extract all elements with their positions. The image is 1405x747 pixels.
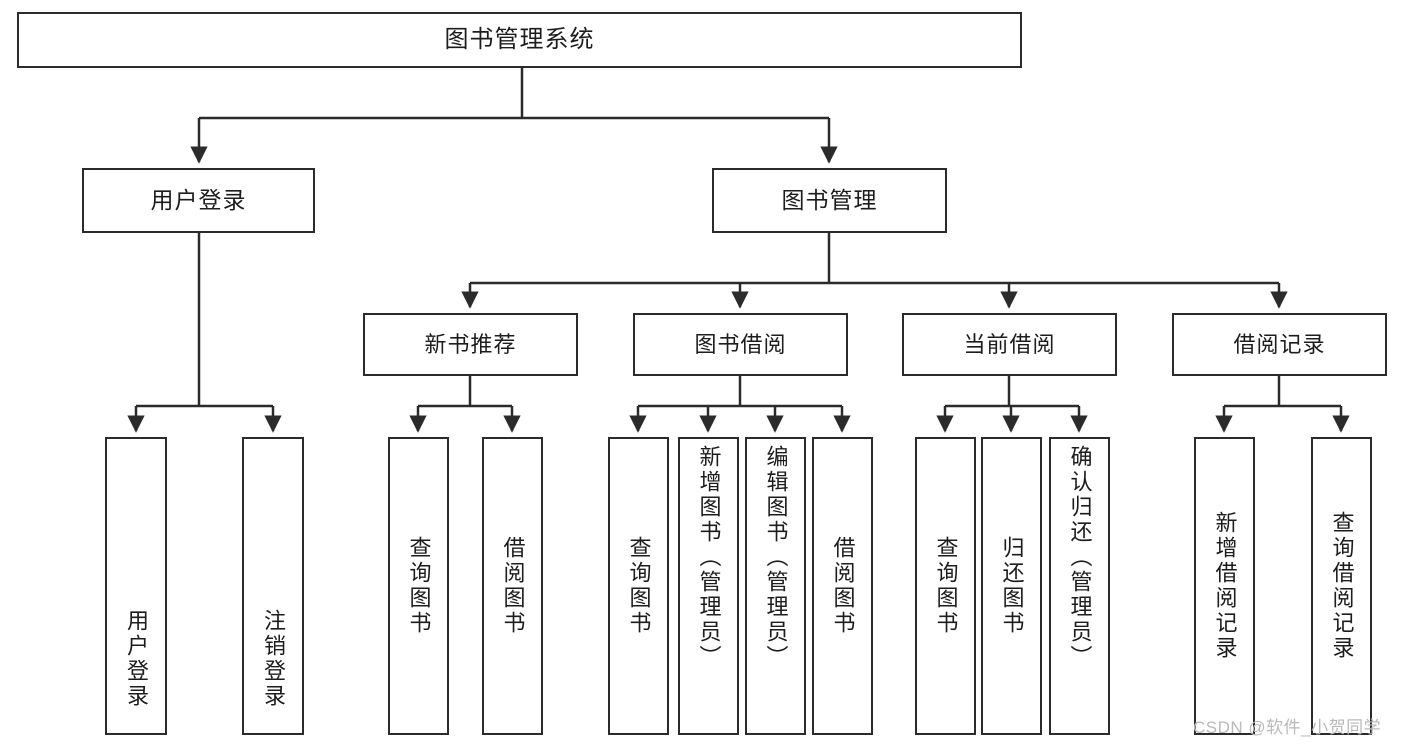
node-leaf-user-login-label: 用户登录 <box>123 609 149 709</box>
node-borrow-record-label: 借阅记录 <box>1233 331 1326 357</box>
node-leaf-query-book-3-label: 查询图书 <box>933 536 959 636</box>
node-book-borrow-label: 图书借阅 <box>694 331 787 357</box>
node-book-borrow[interactable]: 图书借阅 <box>633 313 848 376</box>
csdn-watermark: CSDN @软件_小贺同学 <box>1193 718 1382 737</box>
node-new-book-rec[interactable]: 新书推荐 <box>363 313 578 376</box>
node-leaf-edit-book[interactable]: 编辑图书（管理员） <box>745 437 806 735</box>
node-leaf-query-record[interactable]: 查询借阅记录 <box>1311 437 1372 735</box>
node-book-manage-label: 图书管理 <box>781 187 878 214</box>
node-leaf-add-record-label: 新增借阅记录 <box>1212 511 1238 661</box>
node-borrow-record[interactable]: 借阅记录 <box>1172 313 1387 376</box>
node-root[interactable]: 图书管理系统 <box>17 12 1022 68</box>
node-leaf-borrow-book-1-label: 借阅图书 <box>500 536 526 636</box>
node-user-login[interactable]: 用户登录 <box>82 168 315 233</box>
node-leaf-add-book-label: 新增图书（管理员） <box>696 445 722 670</box>
node-leaf-borrow-book-2[interactable]: 借阅图书 <box>812 437 873 735</box>
node-current-borrow-label: 当前借阅 <box>963 331 1056 357</box>
node-leaf-logout-login-label: 注销登录 <box>260 609 286 709</box>
node-leaf-confirm-return[interactable]: 确认归还（管理员） <box>1049 437 1110 735</box>
node-leaf-confirm-return-label: 确认归还（管理员） <box>1067 445 1093 670</box>
node-leaf-query-book-1-label: 查询图书 <box>406 536 432 636</box>
node-leaf-edit-book-label: 编辑图书（管理员） <box>763 445 789 670</box>
node-leaf-user-login[interactable]: 用户登录 <box>105 437 167 735</box>
node-leaf-query-record-label: 查询借阅记录 <box>1329 511 1355 661</box>
node-leaf-query-book-2-label: 查询图书 <box>626 536 652 636</box>
node-leaf-query-book-3[interactable]: 查询图书 <box>915 437 976 735</box>
node-leaf-return-book-label: 归还图书 <box>999 536 1025 636</box>
node-book-manage[interactable]: 图书管理 <box>712 168 947 233</box>
node-leaf-add-book[interactable]: 新增图书（管理员） <box>678 437 739 735</box>
node-leaf-add-record[interactable]: 新增借阅记录 <box>1194 437 1255 735</box>
node-new-book-rec-label: 新书推荐 <box>424 331 517 357</box>
node-leaf-borrow-book-2-label: 借阅图书 <box>830 536 856 636</box>
node-leaf-logout-login[interactable]: 注销登录 <box>242 437 304 735</box>
node-leaf-query-book-1[interactable]: 查询图书 <box>388 437 449 735</box>
node-current-borrow[interactable]: 当前借阅 <box>902 313 1117 376</box>
node-leaf-return-book[interactable]: 归还图书 <box>981 437 1042 735</box>
node-leaf-query-book-2[interactable]: 查询图书 <box>608 437 669 735</box>
node-leaf-borrow-book-1[interactable]: 借阅图书 <box>482 437 543 735</box>
node-root-label: 图书管理系统 <box>444 26 595 54</box>
node-user-login-label: 用户登录 <box>150 187 247 214</box>
